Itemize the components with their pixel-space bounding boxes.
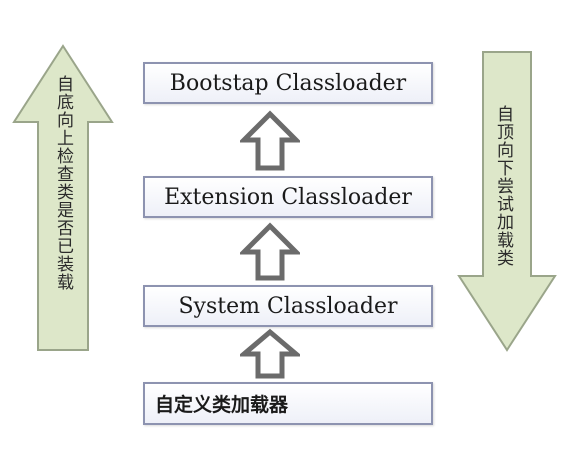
up-arrow-system-to-extension [240, 222, 300, 281]
right-down-big-arrow [457, 51, 557, 352]
right-arrow-label: 自顶向下尝试加载类 [493, 105, 513, 267]
up-arrow-extension-to-bootstrap [240, 110, 300, 171]
bootstrap-classloader-box: Bootstap Classloader [143, 62, 433, 104]
up-arrow-custom-to-system [240, 328, 300, 379]
left-up-big-arrow [12, 44, 114, 351]
left-arrow-label: 自底向上检查类是否已装载 [53, 75, 73, 291]
custom-classloader-box: 自定义类加载器 [143, 382, 433, 425]
extension-classloader-box: Extension Classloader [143, 176, 433, 218]
system-classloader-box: System Classloader [143, 285, 433, 327]
